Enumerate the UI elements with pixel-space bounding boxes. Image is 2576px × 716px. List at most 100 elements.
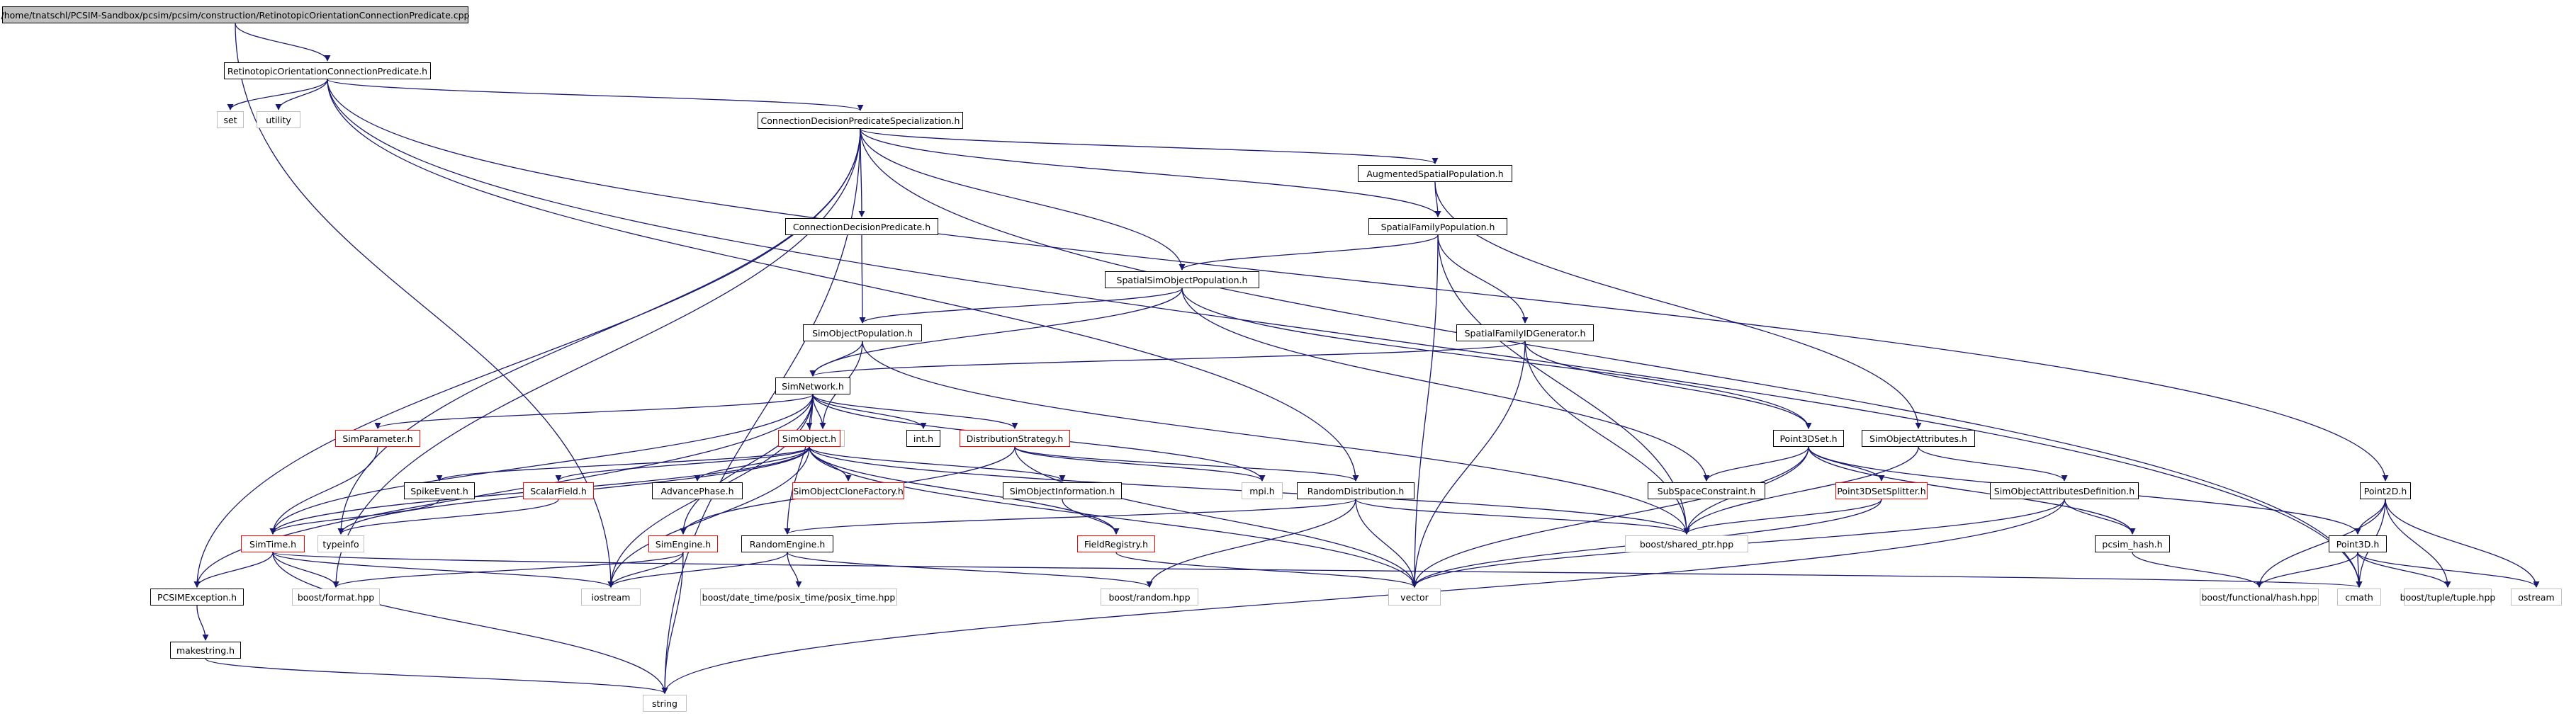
node-label: SimObjectInformation.h <box>1009 485 1115 496</box>
node-label: ConnectionDecisionPredicate.h <box>792 221 931 232</box>
node-soad[interactable]: SimObjectAttributesDefinition.h <box>1990 482 2139 499</box>
node-diststrat[interactable]: DistributionStrategy.h <box>960 430 1070 447</box>
edge-point2d-to-point3d <box>2354 499 2386 535</box>
node-label: SimEngine.h <box>655 538 712 550</box>
node-simparam[interactable]: SimParameter.h <box>335 430 420 447</box>
node-label: SubSpaceConstraint.h <box>1657 485 1756 496</box>
node-point3d[interactable]: Point3D.h <box>2329 535 2387 552</box>
node-simtime[interactable]: SimTime.h <box>241 535 305 552</box>
node-subspace[interactable]: SubSpaceConstraint.h <box>1648 482 1765 499</box>
edge-sfidg-to-simnetwork <box>809 341 1526 377</box>
node-pcsimexc[interactable]: PCSIMException.h <box>150 589 244 606</box>
node-simengine[interactable]: SimEngine.h <box>648 535 718 552</box>
node-set: set <box>217 111 244 128</box>
node-simnetwork[interactable]: SimNetwork.h <box>775 377 850 394</box>
node-label: vector <box>1400 591 1429 603</box>
edge-sfidg-to-sharedptr <box>1524 341 1690 535</box>
node-vector: vector <box>1388 589 1441 606</box>
edge-pcsimhash-to-bfhash <box>2132 552 2263 588</box>
edge-point3dset-to-pcsimhash <box>1808 446 2136 535</box>
edge-simobject-to-vector <box>809 446 1418 588</box>
node-label: RandomEngine.h <box>749 538 826 550</box>
edge-point3d-to-cmath <box>2356 552 2363 588</box>
node-cdps[interactable]: ConnectionDecisionPredicateSpecializatio… <box>758 112 963 129</box>
node-soinfo[interactable]: SimObjectInformation.h <box>1003 482 1122 499</box>
node-brandom: boost/random.hpp <box>1101 589 1198 606</box>
node-sop[interactable]: SimObjectPopulation.h <box>803 324 922 341</box>
node-label: boost/date_time/posix_time/posix_time.hp… <box>702 591 896 603</box>
edge-simnetwork-to-pcsimexc <box>193 394 814 588</box>
edge-cdps-to-cmath <box>860 128 2363 588</box>
edge-point3d-to-bfhash <box>2256 552 2358 588</box>
edge-simtime-to-iostream <box>272 552 614 588</box>
edge-sfp-to-ssop <box>1179 234 1439 271</box>
edge-sop-to-sharedptr <box>862 341 1690 535</box>
edge-simengine-to-iostream <box>607 552 684 588</box>
edge-root-to-rocp <box>235 23 331 62</box>
edge-spikeevent-to-simtime <box>269 499 440 535</box>
node-socf[interactable]: SimObjectCloneFactory.h <box>792 482 904 499</box>
edge-sfidg-to-point3dset <box>1524 341 1812 429</box>
node-label: SpatialSimObjectPopulation.h <box>1116 274 1248 285</box>
edge-sfp-to-vector <box>1411 234 1439 588</box>
node-label: ConnectionDecisionPredicateSpecializatio… <box>760 115 960 126</box>
edge-randdist-to-vector <box>1355 499 1418 588</box>
node-point2d[interactable]: Point2D.h <box>2360 482 2411 499</box>
node-label: int.h <box>913 433 934 444</box>
edge-randengine-to-posixtime <box>787 552 802 588</box>
node-rocp[interactable]: RetinotopicOrientationConnectionPredicat… <box>224 62 431 79</box>
edge-simtime-to-string <box>272 552 668 694</box>
node-soattrs[interactable]: SimObjectAttributes.h <box>1862 430 1975 447</box>
node-sfidg[interactable]: SpatialFamilyIDGenerator.h <box>1456 324 1594 341</box>
node-label: SpatialFamilyIDGenerator.h <box>1464 327 1586 339</box>
node-label: boost/random.hpp <box>1108 591 1191 603</box>
edge-point3d-to-btuple <box>2357 552 2451 588</box>
node-asp[interactable]: AugmentedSpatialPopulation.h <box>1358 165 1512 182</box>
edge-randdist-to-randengine <box>784 499 1356 535</box>
node-label: typeinfo <box>322 538 359 550</box>
node-scalarfield[interactable]: ScalarField.h <box>523 482 594 499</box>
edge-sop-to-simnetwork <box>809 341 863 377</box>
node-p3dsplit[interactable]: Point3DSetSplitter.h <box>1835 482 1928 499</box>
edge-sfidg-to-vector <box>1411 341 1526 588</box>
edge-randengine-to-iostream <box>607 552 788 588</box>
node-randdist[interactable]: RandomDistribution.h <box>1297 482 1414 499</box>
node-randengine[interactable]: RandomEngine.h <box>741 535 833 552</box>
node-label: ostream <box>2518 591 2555 603</box>
node-ssop[interactable]: SpatialSimObjectPopulation.h <box>1105 271 1259 288</box>
node-label: RetinotopicOrientationConnectionPredicat… <box>227 65 428 76</box>
node-label: SimObjectCloneFactory.h <box>793 485 904 496</box>
node-sfp[interactable]: SpatialFamilyPopulation.h <box>1368 218 1507 235</box>
node-point3dset[interactable]: Point3DSet.h <box>1773 430 1844 447</box>
node-label: set <box>223 114 237 125</box>
edge-diststrat-to-mpih <box>1014 446 1266 482</box>
node-spikeevent[interactable]: SpikeEvent.h <box>404 482 475 499</box>
edge-randengine-to-brandom <box>787 552 1153 588</box>
node-root[interactable]: /home/tnatschl/PCSIM-Sandbox/pcsim/pcsim… <box>1 6 470 23</box>
node-advphase[interactable]: AdvancePhase.h <box>652 482 743 499</box>
node-label: utility <box>266 114 291 125</box>
node-makestring[interactable]: makestring.h <box>170 642 241 659</box>
node-label: SpatialFamilyPopulation.h <box>1380 221 1495 232</box>
edge-simengine-to-bformat <box>332 552 684 588</box>
node-fieldreg[interactable]: FieldRegistry.h <box>1077 535 1155 552</box>
edge-ssop-to-subspace <box>1181 288 1710 482</box>
edge-simobject-to-scalarfield <box>555 446 810 482</box>
dependency-edges <box>193 23 2540 694</box>
edge-rocp-to-set <box>227 79 328 110</box>
node-label: SimObjectPopulation.h <box>812 327 913 339</box>
node-cdp[interactable]: ConnectionDecisionPredicate.h <box>785 218 938 235</box>
edge-soad-to-pcsimhash <box>2064 499 2136 535</box>
node-pcsimhash[interactable]: pcsim_hash.h <box>2095 535 2170 552</box>
node-label: SimTime.h <box>249 538 297 550</box>
node-simobject[interactable]: SimObject.h <box>778 430 840 447</box>
edge-fieldreg-to-vector <box>1115 552 1418 588</box>
node-inth[interactable]: int.h <box>906 430 940 447</box>
edge-sfp-to-sfidg <box>1437 234 1529 324</box>
edge-diststrat-to-randdist <box>1014 446 1359 482</box>
node-label: makestring.h <box>176 644 235 656</box>
edge-cdps-to-typeinfo <box>337 128 861 535</box>
node-typeinfo: typeinfo <box>317 535 364 552</box>
node-label: DistributionStrategy.h <box>966 433 1064 444</box>
